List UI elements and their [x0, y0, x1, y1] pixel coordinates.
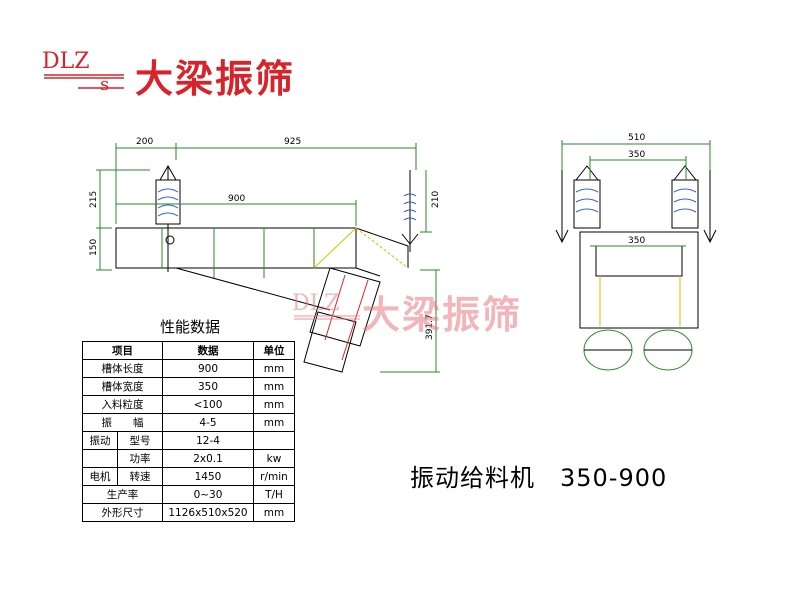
row-item: 外形尺寸	[82, 503, 163, 522]
dim-350-top: 350	[628, 150, 645, 160]
row-value: <100	[162, 395, 254, 414]
dim-391: 391.7	[425, 314, 435, 340]
row-unit: mm	[253, 503, 295, 522]
row-value: 2x0.1	[162, 449, 254, 468]
dim-925: 925	[284, 137, 301, 147]
table-row: 外形尺寸 1126x510x520 mm	[82, 503, 295, 522]
row-unit: kw	[253, 449, 295, 468]
side-view: 200 925 900 215 150 210 391.7	[89, 137, 441, 373]
row-item: 生产率	[82, 485, 163, 504]
table-row: 槽体长度 900 mm	[82, 359, 295, 378]
row-unit: mm	[253, 395, 295, 414]
watermark-chinese: 大梁振筛	[362, 293, 523, 337]
dim-200: 200	[136, 137, 153, 147]
watermark-latin-text: DLZ	[292, 291, 340, 316]
row-value: 1126x510x520	[162, 503, 254, 522]
header-data: 数据	[162, 341, 254, 360]
dim-215: 215	[89, 191, 99, 208]
row-value: 900	[162, 359, 254, 378]
row-item: 槽体长度	[82, 359, 163, 378]
table-header-row: 项目 数据 单位	[82, 341, 295, 360]
table-row: 槽体宽度 350 mm	[82, 377, 295, 396]
motor-group-label-1: 振动	[82, 431, 118, 450]
header-unit: 单位	[253, 341, 295, 360]
row-unit: mm	[253, 377, 295, 396]
table-row: 功率 2x0.1 kw	[82, 449, 295, 468]
machine-title: 振动给料机 350-900	[410, 464, 668, 492]
row-item: 转速	[117, 467, 163, 486]
logo-latin-text: DLZ	[42, 49, 90, 74]
row-item: 功率	[117, 449, 163, 468]
dim-350-inner: 350	[628, 236, 645, 246]
row-unit: r/min	[253, 467, 295, 486]
table-title: 性能数据	[160, 318, 221, 336]
front-body	[579, 231, 699, 329]
table-row: 电机 转速 1450 r/min	[82, 467, 295, 486]
dim-510: 510	[628, 133, 645, 143]
logo-latin: DLZ s	[42, 49, 124, 95]
row-item: 振 幅	[82, 413, 163, 432]
motor-group-label-spacer	[82, 449, 118, 468]
watermark-latin: DLZ	[292, 291, 360, 320]
row-unit	[253, 431, 295, 450]
row-value: 0~30	[162, 485, 254, 504]
dim-900: 900	[228, 194, 245, 204]
front-view: 510 350 350	[555, 133, 717, 371]
row-unit: T/H	[253, 485, 295, 504]
row-item: 型号	[117, 431, 163, 450]
motor-group-label-2: 电机	[82, 467, 118, 486]
row-value: 1450	[162, 467, 254, 486]
row-item: 入料粒度	[82, 395, 163, 414]
front-dimension-lines	[561, 140, 711, 247]
row-value: 12-4	[162, 431, 254, 450]
row-item: 槽体宽度	[82, 377, 163, 396]
side-dimension-lines	[96, 143, 440, 373]
logo-chinese: 大梁振筛	[135, 57, 296, 101]
table-row: 生产率 0~30 T/H	[82, 485, 295, 504]
row-value: 4-5	[162, 413, 254, 432]
logo-sub-text: s	[100, 74, 109, 95]
left-hanger	[155, 179, 181, 225]
dim-150: 150	[89, 239, 99, 256]
table-row: 振动 型号 12-4	[82, 431, 295, 450]
row-unit: mm	[253, 413, 295, 432]
spec-table: 项目 数据 单位 槽体长度 900 mm 槽体宽度 350 mm 入料粒度 <1…	[82, 341, 295, 522]
header-item: 项目	[82, 341, 163, 360]
table-row: 入料粒度 <100 mm	[82, 395, 295, 414]
table-row: 振 幅 4-5 mm	[82, 413, 295, 432]
row-unit: mm	[253, 359, 295, 378]
row-value: 350	[162, 377, 254, 396]
dim-210: 210	[431, 191, 441, 208]
